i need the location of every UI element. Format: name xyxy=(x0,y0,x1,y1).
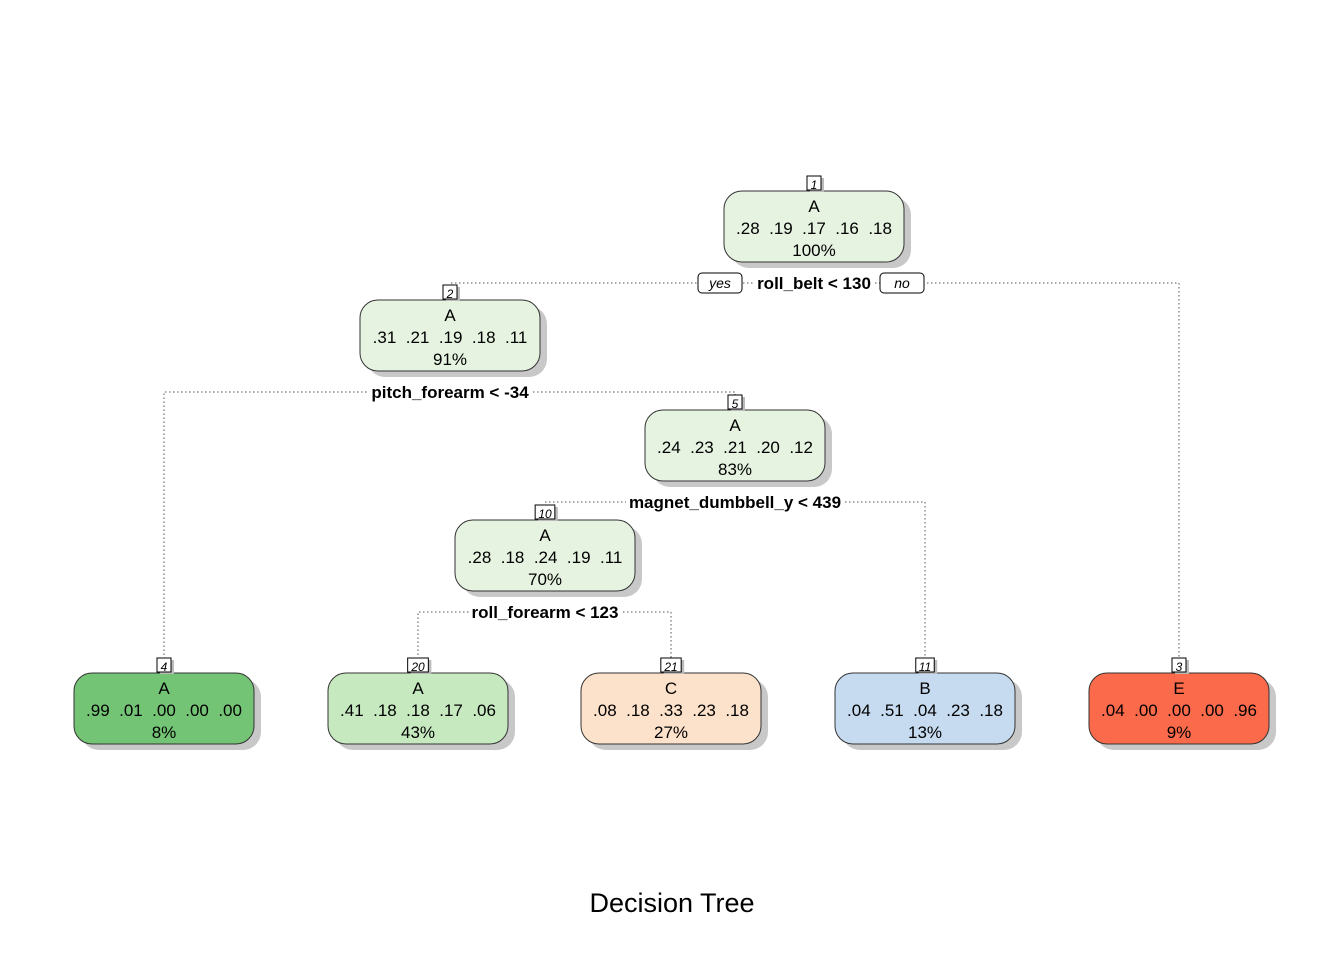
node-number: 4 xyxy=(156,657,174,674)
no-label: no xyxy=(879,272,925,294)
node-number-text: 11 xyxy=(919,660,931,674)
split-label: roll_belt < 130 xyxy=(754,274,874,293)
split-label: pitch_forearm < -34 xyxy=(368,383,533,402)
node-number-text: 21 xyxy=(663,660,677,674)
node-number-text: 3 xyxy=(1176,660,1183,674)
node-probs: .04 .00 .00 .00 .96 xyxy=(1101,701,1257,720)
node-class: A xyxy=(729,416,741,435)
node-class: A xyxy=(412,679,424,698)
node-percent: 27% xyxy=(654,723,688,742)
node-class: C xyxy=(665,679,677,698)
node-number: 1 xyxy=(806,175,824,192)
node-number: 2 xyxy=(442,284,460,301)
node-number-text: 20 xyxy=(410,660,425,674)
chart-title: Decision Tree xyxy=(589,888,755,918)
tree-node: C .08 .18 .33 .23 .18 27% xyxy=(580,672,768,750)
node-class: E xyxy=(1173,679,1184,698)
split-label: roll_forearm < 123 xyxy=(468,603,622,622)
tree-node: A .28 .18 .24 .19 .11 70% xyxy=(454,519,642,597)
node-probs: .28 .18 .24 .19 .11 xyxy=(468,548,623,567)
node-number: 21 xyxy=(660,657,685,674)
node-percent: 91% xyxy=(433,350,467,369)
node-probs: .08 .18 .33 .23 .18 xyxy=(593,701,749,720)
node-probs: .31 .21 .19 .18 .11 xyxy=(373,328,528,347)
tree-node: A .99 .01 .00 .00 .00 8% xyxy=(73,672,261,750)
node-percent: 70% xyxy=(528,570,562,589)
split-label: magnet_dumbbell_y < 439 xyxy=(625,493,845,512)
node-number: 20 xyxy=(407,657,432,674)
node-class: A xyxy=(158,679,170,698)
node-number: 5 xyxy=(727,394,745,411)
node-class: A xyxy=(444,306,456,325)
node-probs: .24 .23 .21 .20 .12 xyxy=(657,438,813,457)
node-probs: .28 .19 .17 .16 .18 xyxy=(736,219,892,238)
tree-node: A .24 .23 .21 .20 .12 83% xyxy=(644,409,832,487)
node-number: 11 xyxy=(915,657,938,674)
node-number: 3 xyxy=(1171,657,1189,674)
split-label-text: roll_forearm < 123 xyxy=(472,603,619,622)
split-label-text: pitch_forearm < -34 xyxy=(371,383,529,402)
yes-label-text: yes xyxy=(708,275,731,291)
yes-label: yes xyxy=(697,272,743,294)
node-percent: 8% xyxy=(152,723,177,742)
node-number-text: 4 xyxy=(161,660,168,674)
node-probs: .41 .18 .18 .17 .06 xyxy=(340,701,496,720)
node-number-text: 2 xyxy=(446,287,454,301)
node-percent: 83% xyxy=(718,460,752,479)
tree-node: E .04 .00 .00 .00 .96 9% xyxy=(1088,672,1276,750)
tree-node: A .28 .19 .17 .16 .18 100% xyxy=(723,190,911,268)
split-label-text: magnet_dumbbell_y < 439 xyxy=(629,493,841,512)
node-percent: 9% xyxy=(1167,723,1192,742)
split-label-text: roll_belt < 130 xyxy=(757,274,871,293)
tree-node: A .31 .21 .19 .18 .11 91% xyxy=(359,299,547,377)
node-percent: 100% xyxy=(792,241,835,260)
node-percent: 43% xyxy=(401,723,435,742)
node-class: A xyxy=(539,526,551,545)
tree-node: A .41 .18 .18 .17 .06 43% xyxy=(327,672,515,750)
node-probs: .99 .01 .00 .00 .00 xyxy=(86,701,242,720)
no-label-text: no xyxy=(894,275,910,291)
node-number-text: 5 xyxy=(732,397,739,411)
node-number-text: 10 xyxy=(538,507,552,521)
node-probs: .04 .51 .04 .23 .18 xyxy=(847,701,1003,720)
node-percent: 13% xyxy=(908,723,942,742)
node-number: 10 xyxy=(534,504,558,521)
node-class: A xyxy=(808,197,820,216)
tree-node: B .04 .51 .04 .23 .18 13% xyxy=(834,672,1022,750)
node-class: B xyxy=(919,679,930,698)
node-number-text: 1 xyxy=(811,178,818,192)
